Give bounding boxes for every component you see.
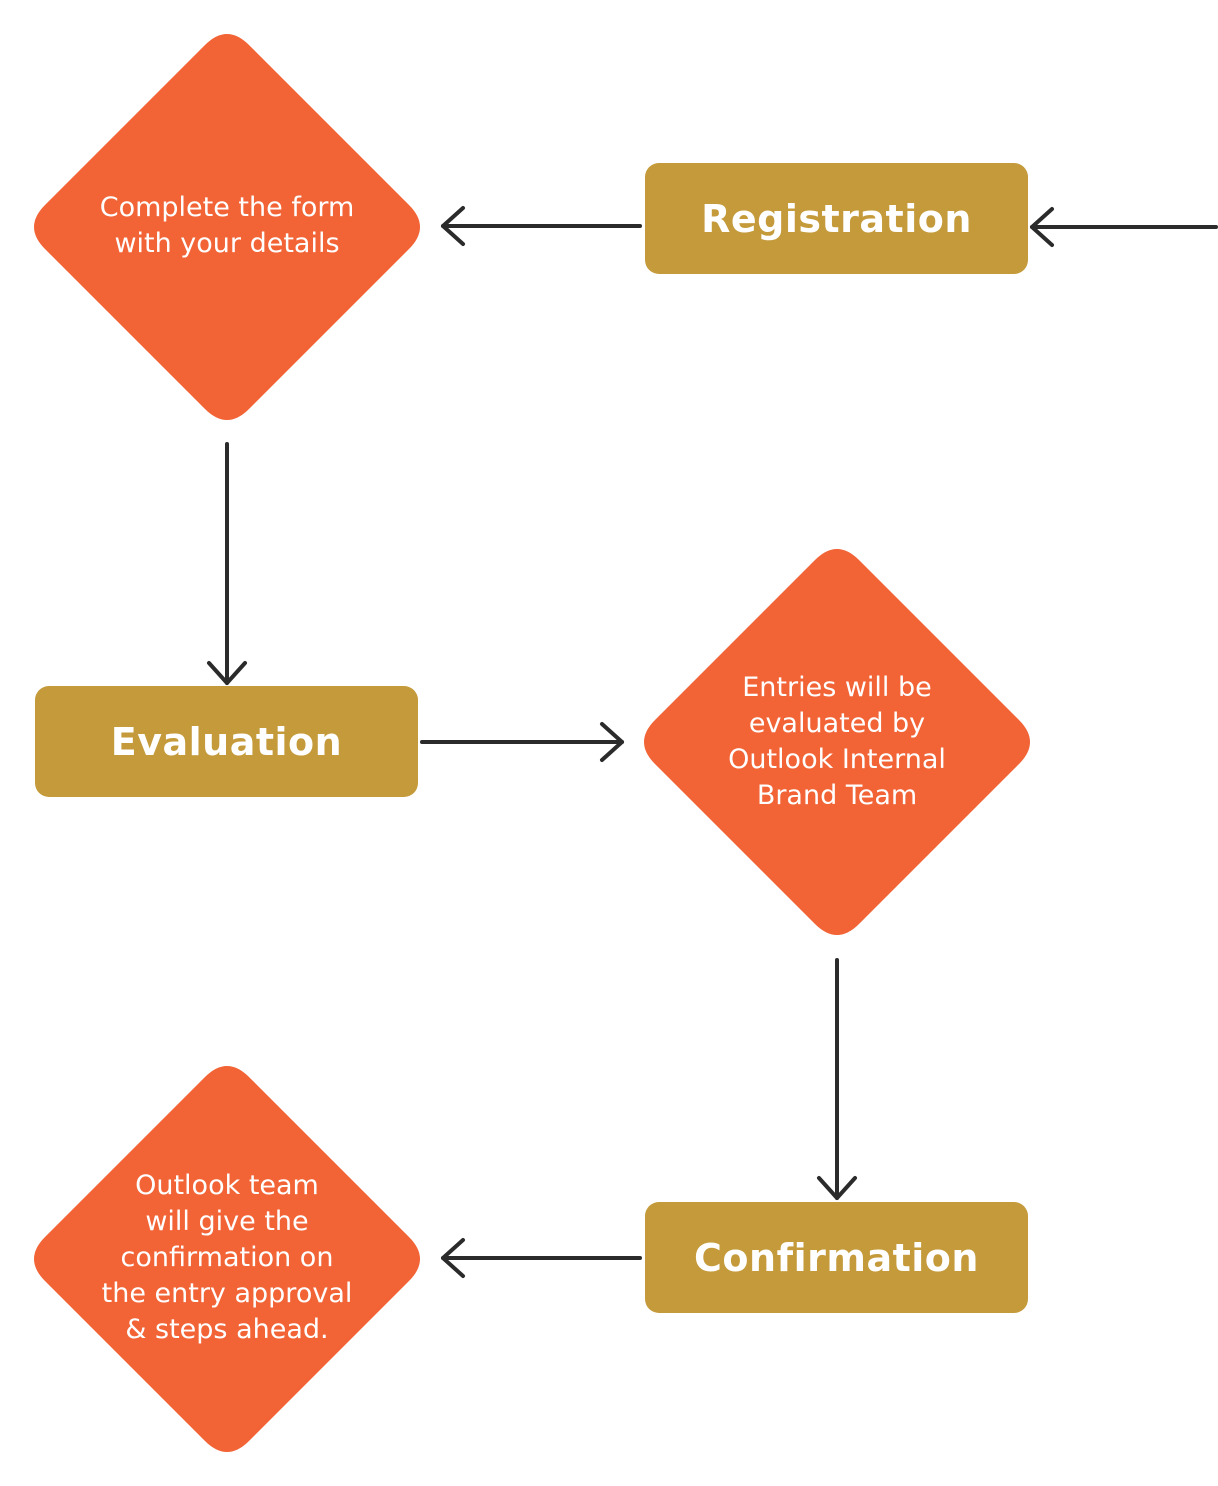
step-evaluation: Evaluation	[35, 686, 418, 797]
arrow-entry-to-registration	[1030, 207, 1218, 247]
diamond-shape	[34, 34, 420, 420]
arrow-evaluation-to-review	[420, 722, 624, 762]
decision-text: Outlook team will give the confirmation …	[101, 1170, 353, 1345]
arrow-registration-to-form	[441, 206, 642, 246]
arrow-form-to-evaluation	[207, 442, 247, 685]
decision-text: Complete the form with your details	[99, 192, 355, 259]
decision-team-confirmation: Outlook team will give the confirmation …	[12, 1044, 442, 1474]
diamond-shape	[34, 1066, 420, 1452]
arrow-review-to-confirmation	[817, 958, 857, 1200]
step-label: Evaluation	[110, 719, 343, 764]
step-registration: Registration	[645, 163, 1028, 274]
decision-complete-form: Complete the form with your details	[12, 12, 442, 442]
step-confirmation: Confirmation	[645, 1202, 1028, 1313]
diamond-shape	[644, 549, 1030, 935]
decision-entries-evaluated: Entries will be evaluated by Outlook Int…	[622, 527, 1052, 957]
step-label: Registration	[701, 196, 972, 241]
decision-text: Entries will be evaluated by Outlook Int…	[728, 672, 946, 811]
step-label: Confirmation	[694, 1235, 979, 1280]
arrow-confirmation-to-final	[441, 1238, 642, 1278]
